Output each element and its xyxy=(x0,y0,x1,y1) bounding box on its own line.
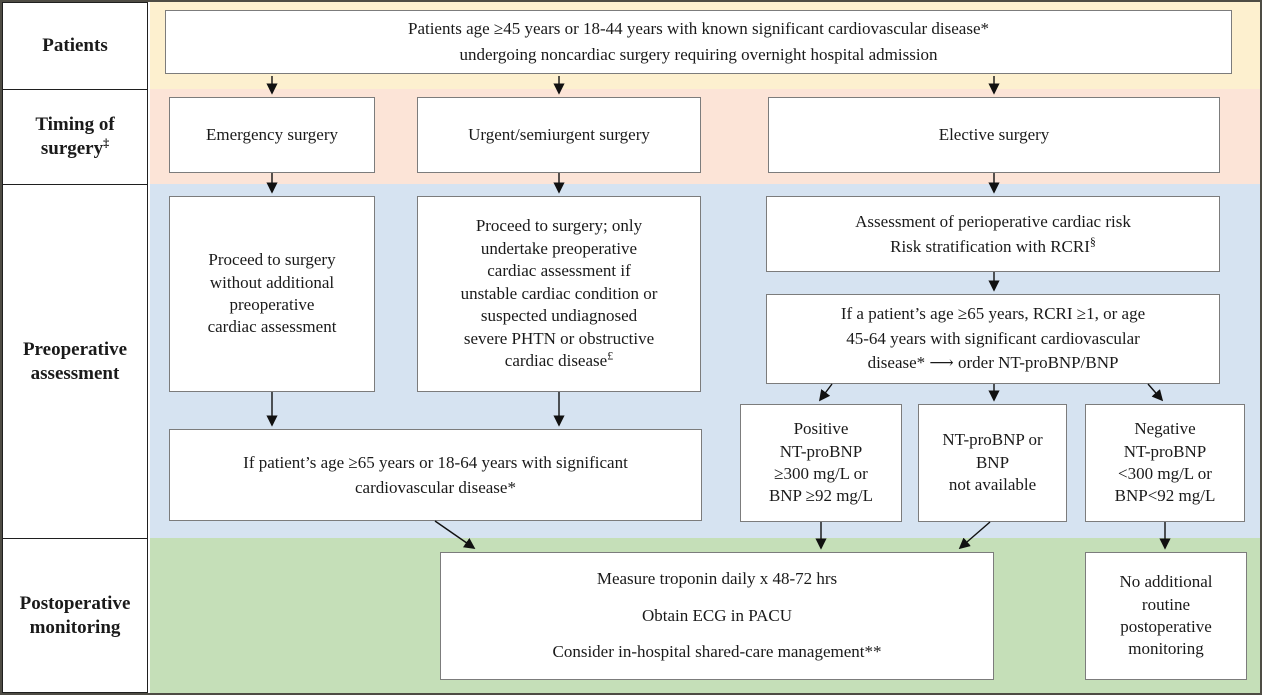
emergency-surgery-label: Emergency surgery xyxy=(205,124,339,144)
no-additional-monitoring-box: No additional routine postoperative moni… xyxy=(1085,552,1247,680)
order-ntprobnp-box: If a patient’s age ≥65 years, RCRI ≥1, o… xyxy=(766,294,1220,384)
proceed-urgent-conditional-box: Proceed to surgery; only undertake preop… xyxy=(417,196,701,392)
age65-significant-cvd-box: If patient’s age ≥65 years or 18-64 year… xyxy=(169,429,702,521)
urgent-surgery-label: Urgent/semiurgent surgery xyxy=(468,124,650,144)
risk-assessment-box: Assessment of perioperative cardiac risk… xyxy=(766,196,1220,272)
proceed-no-assessment-box: Proceed to surgery without additional pr… xyxy=(169,196,375,392)
negative-ntprobnp-box: Negative NT-proBNP <300 mg/L or BNP<92 m… xyxy=(1085,404,1245,522)
row-label-patients: Patients xyxy=(2,2,148,90)
patients-criteria-line2: undergoing noncardiac surgery requiring … xyxy=(459,45,938,64)
row-label-preoperative-assessment: Preoperative assessment xyxy=(2,184,148,539)
patients-criteria-box: Patients age ≥45 years or 18-44 years wi… xyxy=(165,10,1232,74)
elective-surgery-label: Elective surgery xyxy=(938,124,1050,144)
emergency-surgery-box: Emergency surgery xyxy=(169,97,375,173)
urgent-semiurgent-surgery-box: Urgent/semiurgent surgery xyxy=(417,97,701,173)
troponin-monitoring-box: Measure troponin daily x 48-72 hrs Obtai… xyxy=(440,552,994,680)
positive-ntprobnp-box: Positive NT-proBNP ≥300 mg/L or BNP ≥92 … xyxy=(740,404,902,522)
row-label-postoperative-monitoring: Postoperative monitoring xyxy=(2,538,148,693)
elective-surgery-box: Elective surgery xyxy=(768,97,1220,173)
bnp-not-available-box: NT-proBNP or BNP not available xyxy=(918,404,1067,522)
row-label-timing-of-surgery: Timing of surgery‡ xyxy=(2,89,148,185)
patients-criteria-line1: Patients age ≥45 years or 18-44 years wi… xyxy=(407,18,990,38)
